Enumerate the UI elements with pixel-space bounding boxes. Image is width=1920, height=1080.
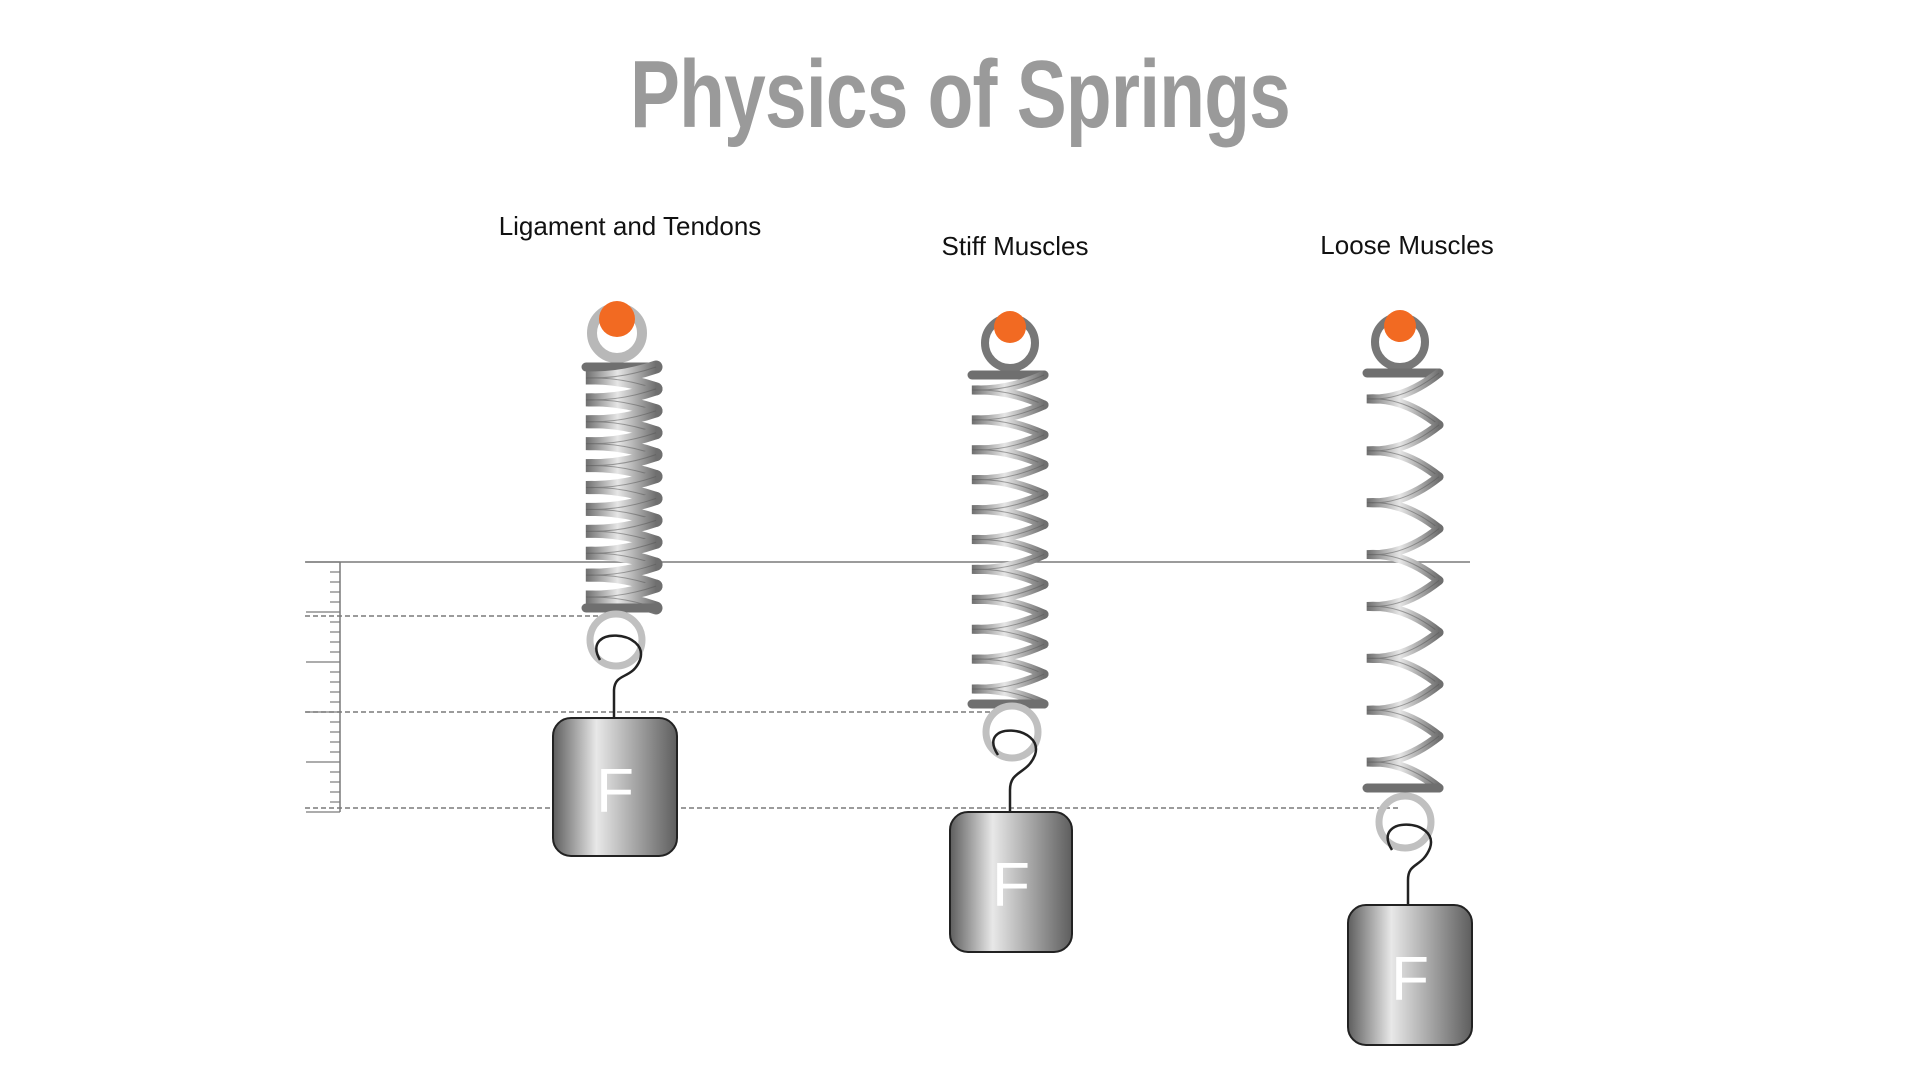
coil-outline <box>585 388 657 412</box>
spring-stiff-muscles: F <box>949 311 1073 953</box>
spring-label-loose-muscles: Loose Muscles <box>1320 230 1494 260</box>
anchor-dot <box>1384 310 1416 342</box>
coil-outline <box>585 585 657 609</box>
weight-label: F <box>1391 945 1429 1014</box>
ruler-ticks <box>306 561 340 813</box>
page-title: Physics of Springs <box>629 41 1291 148</box>
weight-label: F <box>596 757 634 826</box>
weight-label: F <box>992 851 1030 920</box>
coil-outline <box>971 494 1045 525</box>
coil-outline <box>585 497 657 521</box>
coil-outline <box>585 476 657 499</box>
weight-box <box>552 717 678 857</box>
coil-outline <box>971 464 1045 496</box>
coil-outline <box>971 613 1045 645</box>
coil-outline <box>1366 476 1440 530</box>
anchor-dot <box>599 301 635 337</box>
coil-outline <box>1366 372 1440 426</box>
coil-outline <box>585 563 657 587</box>
measurement-ruler <box>305 561 1470 813</box>
coil-outline <box>1366 580 1440 633</box>
coil-outline <box>585 366 657 390</box>
weight-box <box>949 811 1073 953</box>
coil-outline <box>971 404 1045 436</box>
bottom-ring <box>586 610 646 670</box>
coil-outline <box>585 454 657 478</box>
spring-ligament-tendons: F <box>552 301 678 857</box>
spring-label-stiff-muscles: Stiff Muscles <box>941 231 1089 261</box>
coil-outline <box>971 673 1045 705</box>
coil-outline <box>585 432 657 456</box>
hook <box>992 729 1038 812</box>
coil-outline <box>1366 683 1440 737</box>
spring-label-ligament-tendons: Ligament and Tendons <box>498 211 762 241</box>
coil-outline <box>1366 528 1440 581</box>
spring-loose-muscles: F <box>1347 310 1473 1046</box>
coil-outline <box>971 583 1045 615</box>
coil-outline <box>585 541 657 565</box>
bottom-ring <box>982 702 1042 762</box>
coil-outline <box>585 519 657 543</box>
coil-outline <box>971 434 1045 466</box>
bottom-ring <box>1375 792 1435 852</box>
coil-outline <box>1366 424 1440 478</box>
hook <box>1386 823 1433 905</box>
coil-outline <box>1366 735 1440 789</box>
coil-outline <box>971 374 1045 406</box>
coil-outline <box>1366 631 1440 685</box>
coil-outline <box>971 643 1045 675</box>
coil-outline <box>971 524 1045 555</box>
coil-outline <box>971 554 1045 585</box>
coil-outline <box>585 410 657 434</box>
hook <box>595 634 643 718</box>
anchor-dot <box>994 311 1026 343</box>
weight-box <box>1347 904 1473 1046</box>
